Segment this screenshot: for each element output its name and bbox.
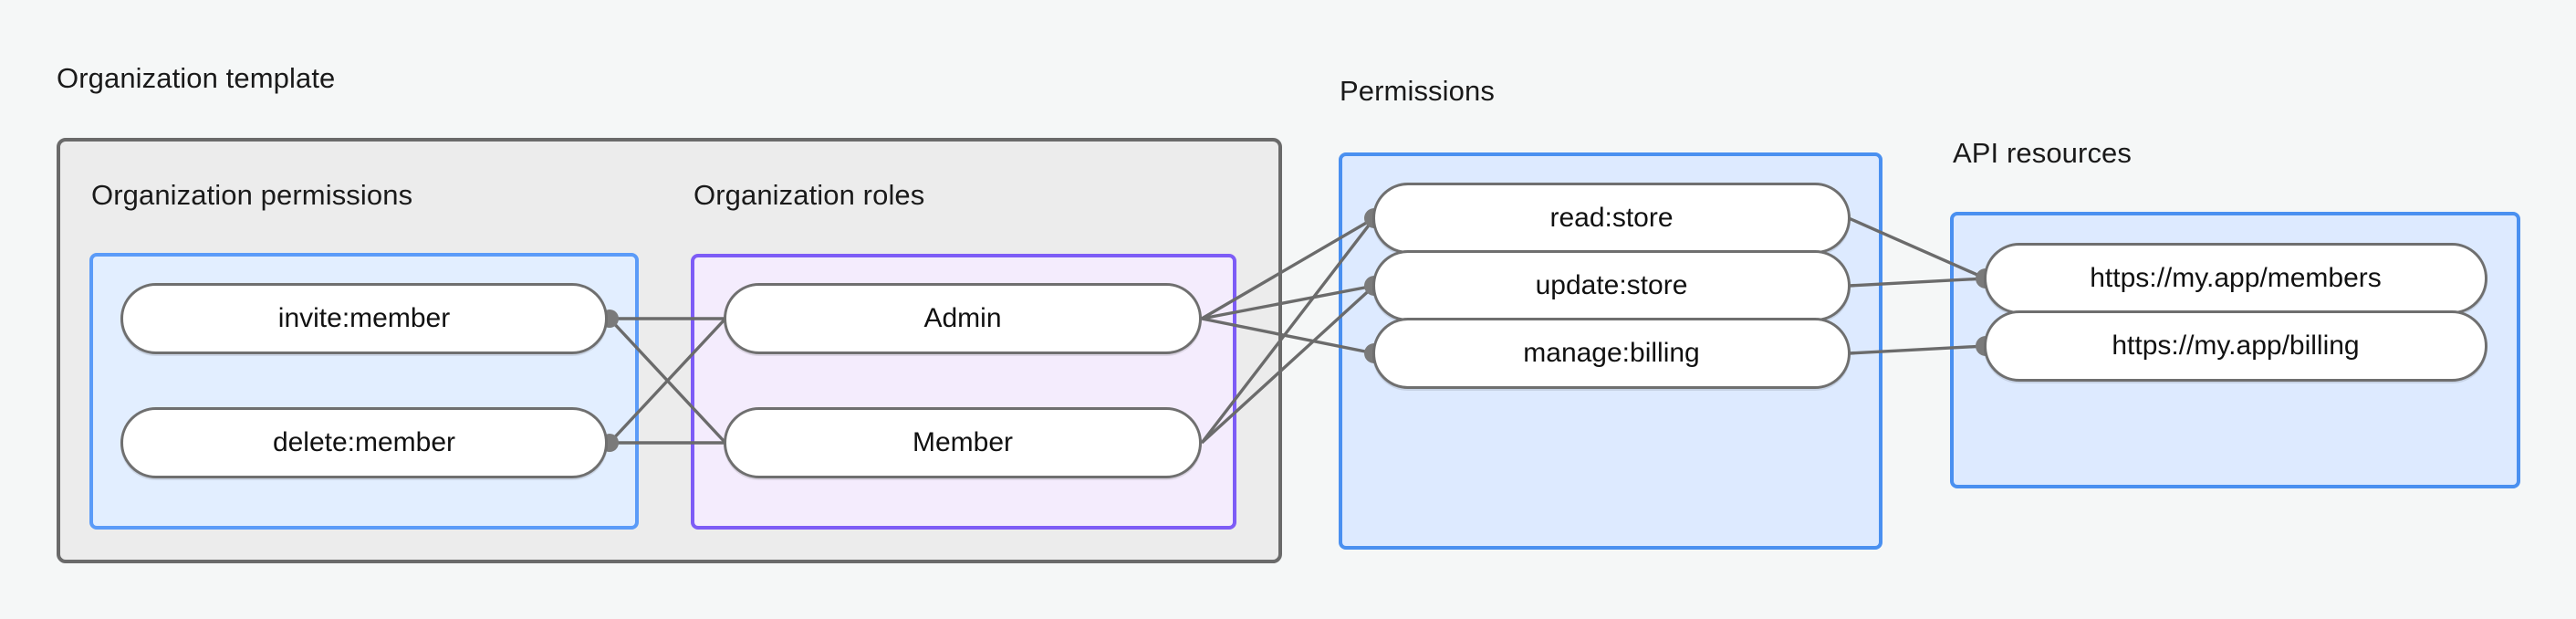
node-update-store[interactable]: update:store bbox=[1372, 250, 1851, 321]
node-invite-member[interactable]: invite:member bbox=[120, 283, 608, 354]
label-organization-permissions: Organization permissions bbox=[91, 179, 413, 211]
node-delete-member[interactable]: delete:member bbox=[120, 407, 608, 478]
node-read-store[interactable]: read:store bbox=[1372, 183, 1851, 254]
label-organization-roles: Organization roles bbox=[694, 179, 925, 211]
label-organization-template: Organization template bbox=[57, 62, 336, 94]
node-admin-role[interactable]: Admin bbox=[724, 283, 1202, 354]
node-billing-resource[interactable]: https://my.app/billing bbox=[1984, 310, 2487, 382]
label-api-resources: API resources bbox=[1953, 137, 2132, 169]
node-members-resource[interactable]: https://my.app/members bbox=[1984, 243, 2487, 314]
label-permissions: Permissions bbox=[1340, 75, 1495, 107]
node-manage-billing[interactable]: manage:billing bbox=[1372, 318, 1851, 389]
node-member-role[interactable]: Member bbox=[724, 407, 1202, 478]
